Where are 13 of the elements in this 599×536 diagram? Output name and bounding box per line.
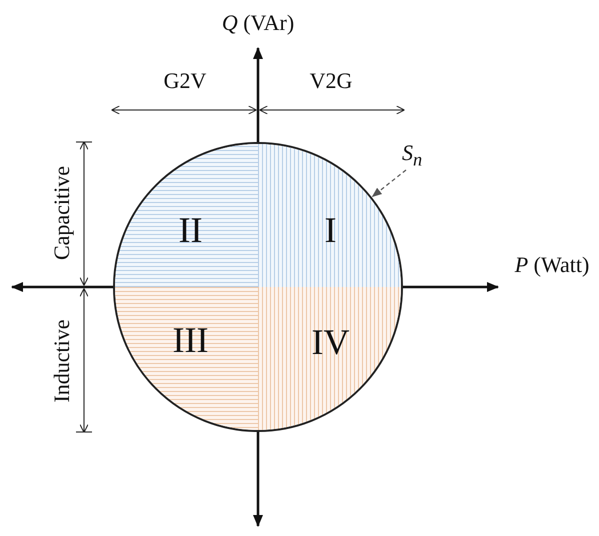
quadrant: I <box>258 144 401 287</box>
leader-line <box>372 170 406 198</box>
quadrant: III <box>115 287 258 430</box>
dimension-label: Capacitive <box>49 164 75 262</box>
axis-label: V2G <box>308 68 354 94</box>
circle-label: S$_{n}$ <box>402 140 438 172</box>
axis-label: G2V <box>162 68 208 94</box>
quadrant: II <box>115 144 258 287</box>
axis-label: P (Watt) <box>514 251 590 279</box>
quadrant: IV <box>258 287 401 430</box>
axis-label: Q (VAr) <box>220 10 296 36</box>
dimension-label: Inductive <box>49 318 75 405</box>
circle <box>113 142 403 432</box>
